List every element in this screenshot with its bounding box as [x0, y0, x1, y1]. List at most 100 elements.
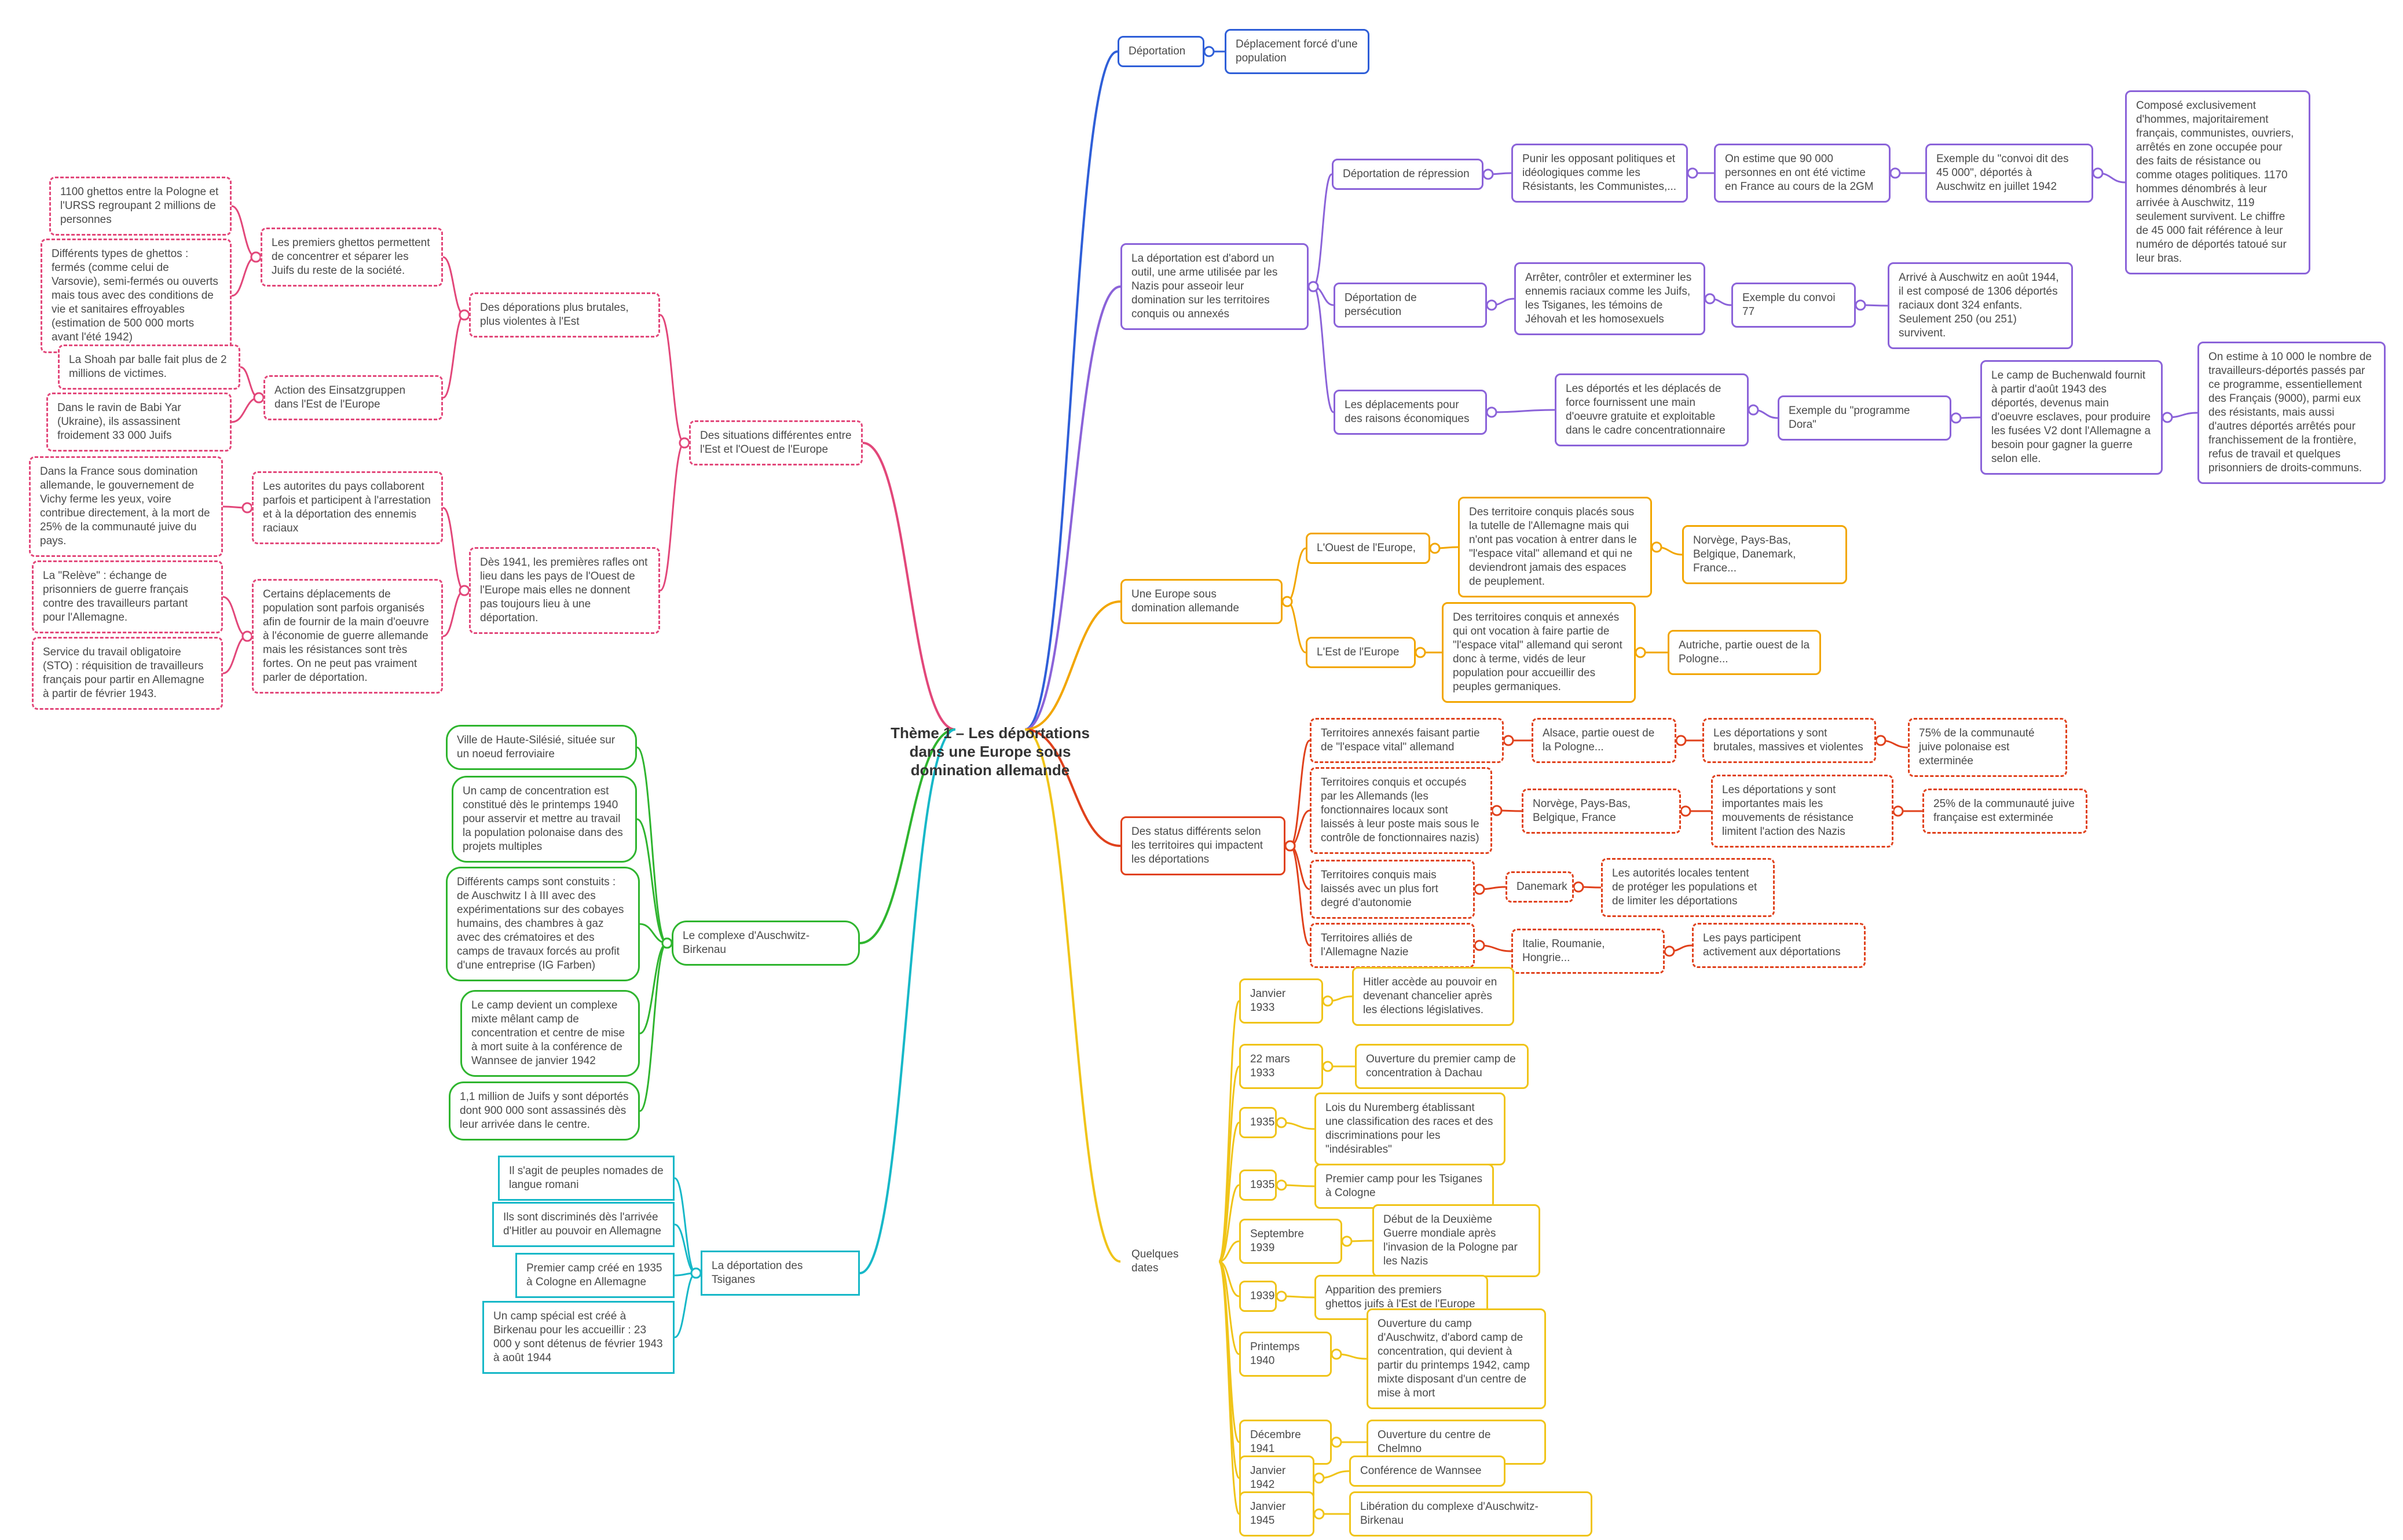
connector-line	[1024, 50, 1118, 731]
economiques-detail-4[interactable]: On estime à 10 000 le nombre de travaill…	[2197, 342, 2386, 484]
status-annexes-exemples[interactable]: Alsace, partie ouest de la Pologne...	[1532, 718, 1676, 763]
date-label[interactable]: Printemps 1940	[1239, 1332, 1332, 1377]
status-annexes[interactable]: Territoires annexés faisant partie de "l…	[1310, 718, 1504, 763]
status-annexes-consequence[interactable]: Les déportations y sont brutales, massiv…	[1702, 718, 1876, 763]
repression-detail-2[interactable]: On estime que 90 000 personnes en ont ét…	[1714, 144, 1891, 203]
status-allies[interactable]: Territoires alliés de l'Allemagne Nazie	[1310, 923, 1475, 968]
topic-est-europe[interactable]: L'Est de l'Europe	[1306, 637, 1416, 668]
connector-dot	[1281, 596, 1293, 607]
date-event[interactable]: Premier camp pour les Tsiganes à Cologne	[1314, 1164, 1494, 1209]
date-label[interactable]: 1939	[1239, 1281, 1277, 1312]
topic-outil[interactable]: La déportation est d'abord un outil, une…	[1120, 243, 1309, 330]
connector-line	[1287, 600, 1306, 654]
topic-premieres-rafles[interactable]: Dès 1941, les premières rafles ont lieu …	[469, 547, 660, 634]
ghettos-detail-2[interactable]: Différents types de ghettos : fermés (co…	[41, 239, 232, 353]
topic-deplacements-economiques[interactable]: Les déplacements pour des raisons économ…	[1334, 390, 1487, 435]
auschwitz-detail-4[interactable]: Le camp devient un complexe mixte mêlant…	[460, 990, 640, 1077]
connector-dot	[1313, 1508, 1325, 1520]
topic-deportation[interactable]: Déportation	[1118, 36, 1204, 67]
persecution-detail-1[interactable]: Arrêter, contrôler et exterminer les enn…	[1514, 262, 1705, 335]
date-event[interactable]: Ouverture du premier camp de concentrati…	[1355, 1044, 1529, 1089]
tsiganes-detail-2[interactable]: Ils sont discriminés dès l'arrivée d'Hit…	[492, 1202, 675, 1247]
topic-einsatzgruppen[interactable]: Action des Einsatzgruppen dans l'Est de …	[263, 375, 443, 420]
topic-auschwitz-birkenau[interactable]: Le complexe d'Auschwitz-Birkenau	[672, 921, 860, 966]
connector-line	[1024, 728, 1121, 847]
date-event[interactable]: Lois du Nuremberg établissant une classi…	[1314, 1092, 1505, 1165]
status-annexes-bilan[interactable]: 75% de la communauté juive polonaise est…	[1908, 718, 2067, 777]
date-label[interactable]: 22 mars 1933	[1239, 1044, 1323, 1089]
economiques-detail-2[interactable]: Exemple du "programme Dora"	[1778, 395, 1951, 441]
auschwitz-detail-5[interactable]: 1,1 million de Juifs y sont déportés don…	[449, 1081, 640, 1141]
topic-deportation-definition[interactable]: Déplacement forcé d'une population	[1225, 29, 1369, 74]
ouest-detail-1[interactable]: Des territoire conquis placés sous la tu…	[1458, 497, 1652, 597]
economiques-detail-3[interactable]: Le camp de Buchenwald fournit à partir d…	[1980, 360, 2163, 475]
connector-line	[442, 507, 465, 592]
economiques-detail-1[interactable]: Les déportés et les déplacés de force fo…	[1555, 373, 1749, 446]
ghettos-detail-1[interactable]: 1100 ghettos entre la Pologne et l'URSS …	[49, 177, 232, 236]
repression-detail-3[interactable]: Exemple du "convoi dit des 45 000", dépo…	[1925, 144, 2093, 203]
status-autonomie-exemple[interactable]: Danemark	[1505, 871, 1574, 903]
auschwitz-detail-3[interactable]: Différents camps sont constuits : de Aus…	[446, 867, 640, 981]
topic-situations-est-ouest[interactable]: Des situations différentes entre l'Est e…	[689, 420, 863, 465]
date-event[interactable]: Hitler accède au pouvoir en devenant cha…	[1352, 967, 1514, 1026]
eco-detail-releve[interactable]: La "Relève" : échange de prisonniers de …	[32, 560, 223, 633]
eco-detail-sto[interactable]: Service du travail obligatoire (STO) : r…	[32, 637, 223, 710]
persecution-detail-3[interactable]: Arrivé à Auschwitz en août 1944, il est …	[1888, 262, 2073, 349]
date-label[interactable]: Janvier 1933	[1239, 978, 1323, 1024]
est-detail-1[interactable]: Des territoires conquis et annexés qui o…	[1442, 602, 1636, 703]
connector-line	[1218, 1260, 1240, 1297]
status-occupes-exemples[interactable]: Norvège, Pays-Bas, Belgique, France	[1522, 789, 1681, 834]
topic-autorites-collaborent[interactable]: Les autorites du pays collaborent parfoi…	[252, 471, 443, 544]
connector-line	[1312, 285, 1335, 413]
status-allies-consequence[interactable]: Les pays participent activement aux dépo…	[1692, 923, 1866, 968]
connector-dot	[1889, 167, 1901, 179]
autorites-detail-1[interactable]: Dans la France sous domination allemande…	[29, 456, 223, 557]
connector-line	[674, 1272, 697, 1339]
date-event[interactable]: Libération du complexe d'Auschwitz-Birke…	[1349, 1491, 1592, 1537]
topic-deportation-repression[interactable]: Déportation de répression	[1332, 159, 1483, 190]
connector-dot	[1482, 168, 1494, 180]
connector-dot	[1276, 1179, 1287, 1191]
status-occupes-consequence[interactable]: Les déportations y sont importantes mais…	[1711, 775, 1893, 848]
topic-premiers-ghettos[interactable]: Les premiers ghettos permettent de conce…	[261, 228, 443, 287]
date-event[interactable]: Début de la Deuxième Guerre mondiale apr…	[1372, 1204, 1540, 1277]
tsiganes-detail-1[interactable]: Il s'agit de peuples nomades de langue r…	[498, 1156, 675, 1201]
topic-status-territoires[interactable]: Des status différents selon les territoi…	[1120, 816, 1285, 875]
status-autonomie[interactable]: Territoires conquis mais laissés avec un…	[1310, 860, 1475, 919]
auschwitz-detail-2[interactable]: Un camp de concentration est constitué d…	[452, 776, 637, 863]
connector-line	[1218, 1121, 1240, 1263]
repression-detail-4[interactable]: Composé exclusivement d'hommes, majorita…	[2125, 90, 2310, 274]
date-label[interactable]: Janvier 1945	[1239, 1491, 1314, 1537]
topic-ouest-europe[interactable]: L'Ouest de l'Europe,	[1306, 533, 1430, 564]
topic-europe-domination[interactable]: Une Europe sous domination allemande	[1120, 579, 1283, 624]
date-label[interactable]: 1935	[1239, 1107, 1277, 1138]
tsiganes-detail-4[interactable]: Un camp spécial est créé à Birkenau pour…	[482, 1301, 675, 1374]
topic-deportations-brutales[interactable]: Des déporations plus brutales, plus viol…	[469, 292, 660, 338]
repression-detail-1[interactable]: Punir les opposant politiques et idéolog…	[1511, 144, 1688, 203]
topic-deplacements-main-oeuvre[interactable]: Certains déplacements de population sont…	[252, 579, 443, 694]
connector-dot	[1491, 805, 1503, 816]
einsatz-detail-2[interactable]: Dans le ravin de Babi Yar (Ukraine), ils…	[46, 393, 232, 452]
status-allies-exemples[interactable]: Italie, Roumanie, Hongrie...	[1511, 929, 1665, 974]
connector-line	[1024, 600, 1121, 731]
ouest-detail-2[interactable]: Norvège, Pays-Bas, Belgique, Danemark, F…	[1682, 525, 1847, 584]
status-occupes-bilan[interactable]: 25% de la communauté juive française est…	[1922, 789, 2087, 834]
topic-deportation-persecution[interactable]: Déportation de persécution	[1334, 283, 1487, 328]
connector-dot	[459, 585, 470, 596]
date-event[interactable]: Ouverture du camp d'Auschwitz, d'abord c…	[1367, 1308, 1546, 1409]
auschwitz-detail-1[interactable]: Ville de Haute-Silésié, située sur un no…	[446, 725, 637, 770]
est-detail-2[interactable]: Autriche, partie ouest de la Pologne...	[1668, 630, 1821, 675]
topic-deportation-tsiganes[interactable]: La déportation des Tsiganes	[701, 1251, 860, 1296]
status-occupes[interactable]: Territoires conquis et occupés par les A…	[1310, 767, 1492, 854]
connector-dot	[1486, 406, 1497, 418]
connector-dot	[1474, 940, 1485, 951]
einsatz-detail-1[interactable]: La Shoah par balle fait plus de 2 millio…	[58, 344, 240, 390]
topic-quelques-dates[interactable]: Quelques dates	[1120, 1239, 1219, 1284]
date-label[interactable]: 1935	[1239, 1169, 1277, 1201]
tsiganes-detail-3[interactable]: Premier camp créé en 1935 à Cologne en A…	[515, 1253, 675, 1298]
persecution-detail-2[interactable]: Exemple du convoi 77	[1731, 283, 1856, 328]
date-event[interactable]: Conférence de Wannsee	[1349, 1455, 1505, 1487]
central-topic[interactable]: Thème 1 – Les déportations dans une Euro…	[891, 724, 1090, 779]
status-autonomie-consequence[interactable]: Les autorités locales tentent de protége…	[1601, 858, 1775, 917]
date-label[interactable]: Septembre 1939	[1239, 1219, 1342, 1264]
